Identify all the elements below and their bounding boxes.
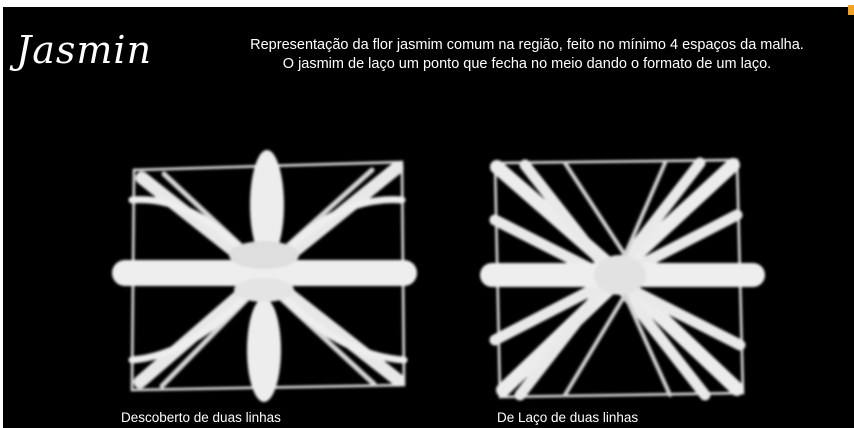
caption-descoberto: Descoberto de duas linhas <box>121 410 281 425</box>
description-line-2: O jasmim de laço um ponto que fecha no m… <box>282 56 772 72</box>
page-title: Jasmin <box>16 28 153 72</box>
caption-de-laco: De Laço de duas linhas <box>497 410 639 425</box>
description: Representação da flor jasmim comum na re… <box>200 36 854 74</box>
jasmine-de-laco-image <box>480 157 765 401</box>
jasmine-descoberto-image <box>112 150 417 402</box>
corner-accent <box>848 5 854 15</box>
description-line-1: Representação da flor jasmim comum na re… <box>250 37 804 53</box>
